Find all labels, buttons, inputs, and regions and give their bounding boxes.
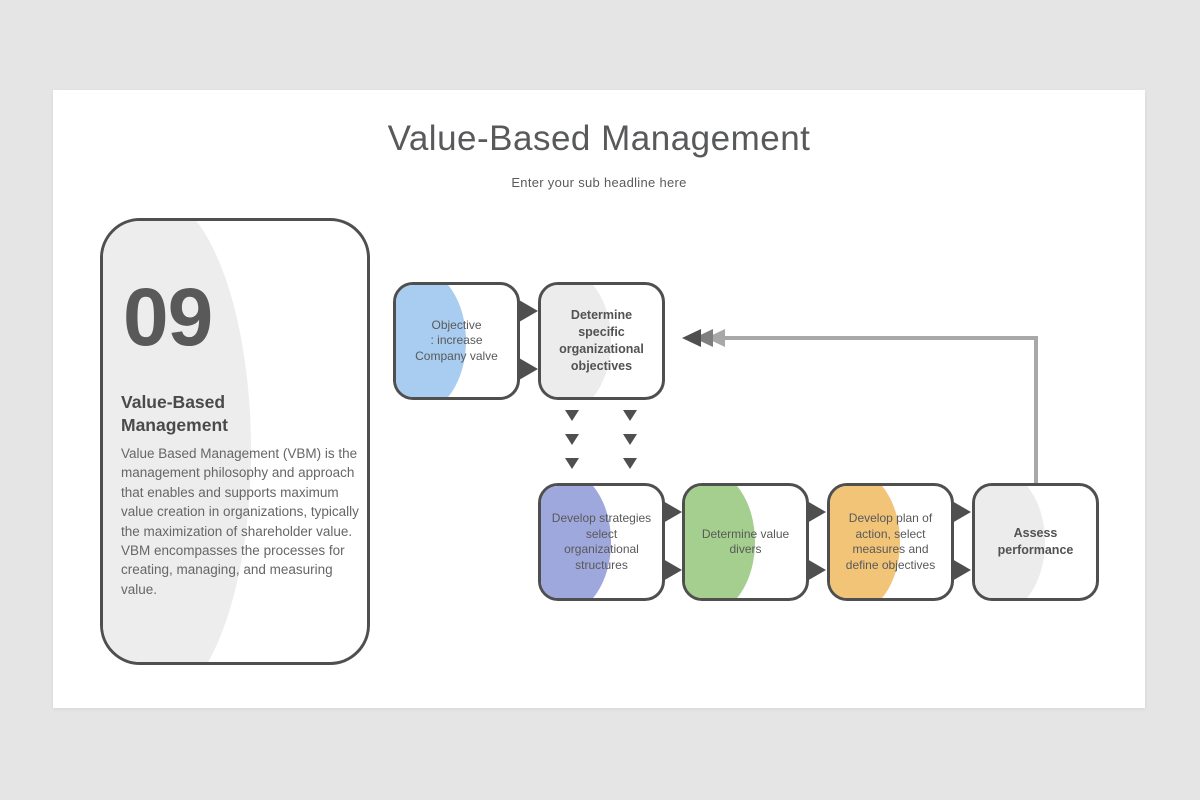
feedback-arrow-line-vertical bbox=[1034, 336, 1038, 483]
arrow-right-icon bbox=[807, 501, 826, 523]
flow-box-label: Develop strategies select organizational… bbox=[551, 511, 652, 572]
card-body-text: Value Based Management (VBM) is the mana… bbox=[121, 446, 359, 597]
card-heading: Value-Based Management bbox=[121, 392, 228, 435]
leaf-shape bbox=[103, 221, 251, 662]
arrow-right-icon bbox=[952, 501, 971, 523]
arrow-down-icon bbox=[565, 410, 579, 421]
info-card: 09 Value-Based Management Value Based Ma… bbox=[100, 218, 370, 665]
slide: Value-Based Management Enter your sub he… bbox=[53, 90, 1145, 708]
flow-box-objective: Objective : increase Company valve bbox=[393, 282, 520, 400]
arrow-down-icon bbox=[623, 410, 637, 421]
flow-box-label: Objective : increase Company valve bbox=[415, 317, 498, 363]
arrow-right-icon bbox=[663, 501, 682, 523]
leaf-shape bbox=[830, 486, 901, 598]
leaf-shape bbox=[396, 285, 467, 397]
card-number: 09 bbox=[123, 272, 213, 363]
flow-box-label: Determine specific organizational object… bbox=[559, 308, 644, 373]
leaf-shape bbox=[975, 486, 1046, 598]
arrow-right-icon bbox=[519, 358, 538, 380]
flow-box-label: Determine value divers bbox=[701, 526, 790, 557]
arrow-right-icon bbox=[952, 559, 971, 581]
flow-box-label: Develop plan of action, select measures … bbox=[845, 511, 936, 572]
flow-box-determine-objectives: Determine specific organizational object… bbox=[538, 282, 665, 400]
arrow-down-icon bbox=[565, 458, 579, 469]
flow-box-label: Assess performance bbox=[997, 526, 1074, 557]
leaf-shape bbox=[541, 486, 612, 598]
leaf-shape bbox=[541, 285, 612, 397]
arrow-down-icon bbox=[565, 434, 579, 445]
arrow-down-icon bbox=[623, 458, 637, 469]
arrow-right-icon bbox=[807, 559, 826, 581]
chevron-left-icon bbox=[682, 329, 701, 347]
slide-title: Value-Based Management bbox=[387, 119, 811, 158]
arrow-right-icon bbox=[519, 300, 538, 322]
leaf-shape bbox=[685, 486, 756, 598]
arrow-down-icon bbox=[623, 434, 637, 445]
slide-subtitle: Enter your sub headline here bbox=[511, 175, 687, 190]
flow-box-develop-strategies: Develop strategies select organizational… bbox=[538, 483, 665, 601]
arrow-right-icon bbox=[663, 559, 682, 581]
flow-box-assess-performance: Assess performance bbox=[972, 483, 1099, 601]
feedback-arrow-line-horizontal bbox=[700, 336, 1036, 340]
flow-box-value-drivers: Determine value divers bbox=[682, 483, 809, 601]
flow-box-plan-of-action: Develop plan of action, select measures … bbox=[827, 483, 954, 601]
